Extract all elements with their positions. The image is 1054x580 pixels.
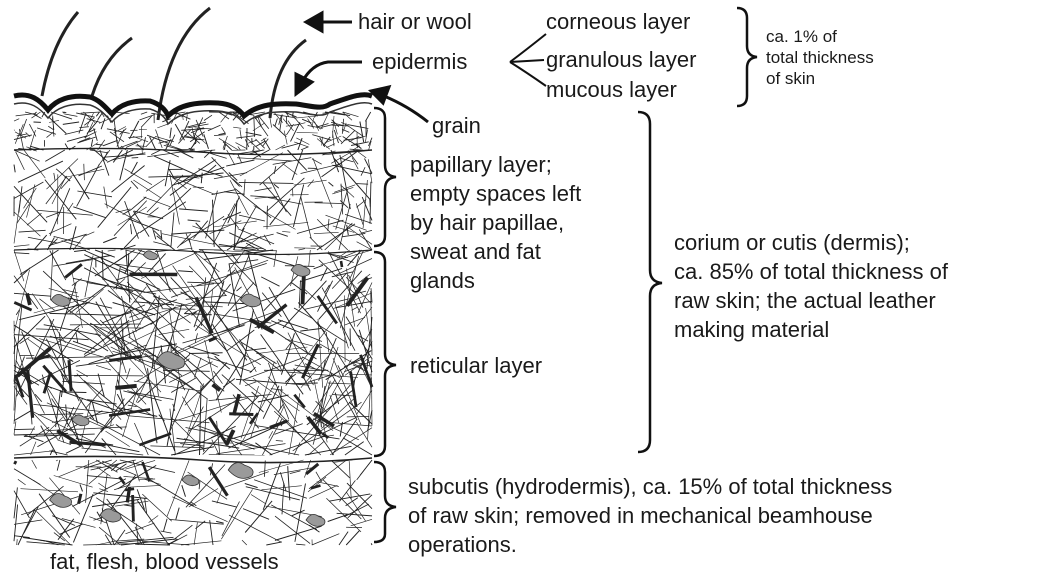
papillary-line-2: empty spaces left [410, 179, 581, 208]
epidermis-share-line-2: total thickness [766, 47, 874, 68]
label-papillary-layer: papillary layer; empty spaces left by ha… [410, 150, 581, 295]
subcutis-line-2: of raw skin; removed in mechanical beamh… [408, 501, 892, 530]
fiber [189, 353, 223, 354]
subcutis-line-1: subcutis (hydrodermis), ca. 15% of total… [408, 472, 892, 501]
label-subcutis: subcutis (hydrodermis), ca. 15% of total… [408, 472, 892, 559]
label-grain: grain [432, 112, 481, 139]
fiber [341, 261, 342, 267]
fiber [14, 429, 35, 430]
label-epidermis: epidermis [372, 48, 467, 75]
corium-line-2: ca. 85% of total thickness of [674, 257, 948, 286]
epidermis-share-line-3: of skin [766, 68, 874, 89]
label-hair-or-wool: hair or wool [358, 8, 472, 35]
subcutis-line-3: operations. [408, 530, 892, 559]
papillary-line-4: sweat and fat [410, 237, 581, 266]
fiber [133, 495, 134, 522]
label-fat-flesh-blood-vessels: fat, flesh, blood vessels [50, 548, 279, 575]
papillary-line-1: papillary layer; [410, 150, 581, 179]
fiber [115, 386, 136, 388]
label-corium: corium or cutis (dermis); ca. 85% of tot… [674, 228, 948, 344]
epidermis-share-line-1: ca. 1% of [766, 26, 874, 47]
fiber [14, 462, 17, 463]
label-corneous-layer: corneous layer [546, 8, 690, 35]
fiber [69, 360, 71, 391]
corium-line-1: corium or cutis (dermis); [674, 228, 948, 257]
corium-line-4: making material [674, 315, 948, 344]
label-granulous-layer: granulous layer [546, 46, 696, 73]
label-epidermis-share: ca. 1% of total thickness of skin [766, 26, 874, 89]
fiber [127, 487, 129, 502]
papillary-line-3: by hair papillae, [410, 208, 581, 237]
fiber [286, 116, 287, 124]
epidermis-fan [510, 34, 546, 86]
label-mucous-layer: mucous layer [546, 76, 677, 103]
papillary-line-5: glands [410, 266, 581, 295]
label-reticular-layer: reticular layer [410, 352, 542, 379]
fiber [347, 416, 369, 417]
fiber [294, 248, 315, 249]
corium-line-3: raw skin; the actual leather [674, 286, 948, 315]
